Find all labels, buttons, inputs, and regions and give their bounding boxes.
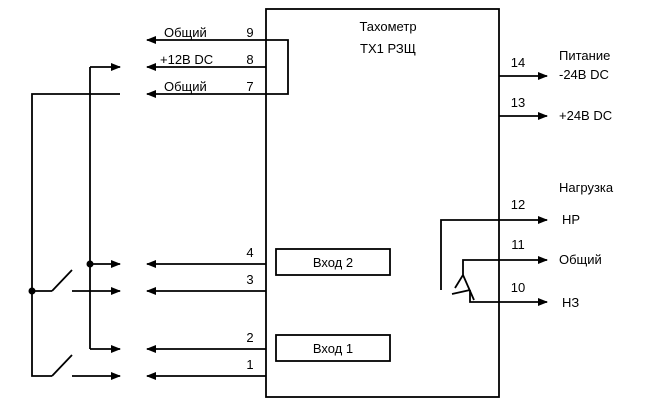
terminal-14-number: 14: [511, 55, 525, 70]
input-1-label: Вход 1: [313, 341, 353, 356]
junction-bus-4: [86, 260, 94, 268]
input-2-label: Вход 2: [313, 255, 353, 270]
relay-nc-contact-wire: [469, 290, 499, 303]
power-plus24-label: +24В DC: [559, 108, 612, 123]
terminal-9-number: 9: [246, 25, 253, 40]
input-1-box: [275, 334, 391, 362]
device-title-line2: ТХ1 РЗЩ: [360, 41, 416, 56]
terminal-2-number: 2: [246, 330, 253, 345]
load-heading: Нагрузка: [559, 180, 614, 195]
switch-b-blade: [51, 354, 73, 377]
terminal-7-label: Общий: [164, 79, 207, 94]
power-heading-line1: Питание: [559, 48, 610, 63]
terminal-8-label: +12В DC: [160, 52, 213, 67]
terminal-13-number: 13: [511, 95, 525, 110]
relay-no-contact-wire: [440, 219, 499, 290]
junction-common: [28, 287, 36, 295]
terminal-1-number: 1: [246, 357, 253, 372]
tachometer-body: [265, 8, 500, 398]
terminal-12-number: 12: [511, 197, 525, 212]
load-nc-label: НЗ: [562, 295, 579, 310]
bus-common: [31, 93, 120, 377]
jumper-9-7: [266, 39, 289, 95]
terminal-4-number: 4: [246, 245, 253, 260]
switch-a-blade: [51, 269, 73, 292]
terminal-8-number: 8: [246, 52, 253, 67]
terminal-11-number: 11: [511, 237, 525, 252]
input-2-box: [275, 248, 391, 276]
terminal-9-label: Общий: [164, 25, 207, 40]
device-title-line1: Тахометр: [359, 19, 416, 34]
terminal-7-number: 7: [246, 79, 253, 94]
load-no-label: НР: [562, 212, 580, 227]
load-common-label: Общий: [559, 252, 602, 267]
power-heading-line2: -24В DC: [559, 67, 609, 82]
relay-contact-bar: [451, 289, 471, 295]
terminal-3-number: 3: [246, 272, 253, 287]
relay-blade: [462, 274, 475, 301]
terminal-10-number: 10: [511, 280, 525, 295]
relay-common-wire: [454, 259, 499, 289]
